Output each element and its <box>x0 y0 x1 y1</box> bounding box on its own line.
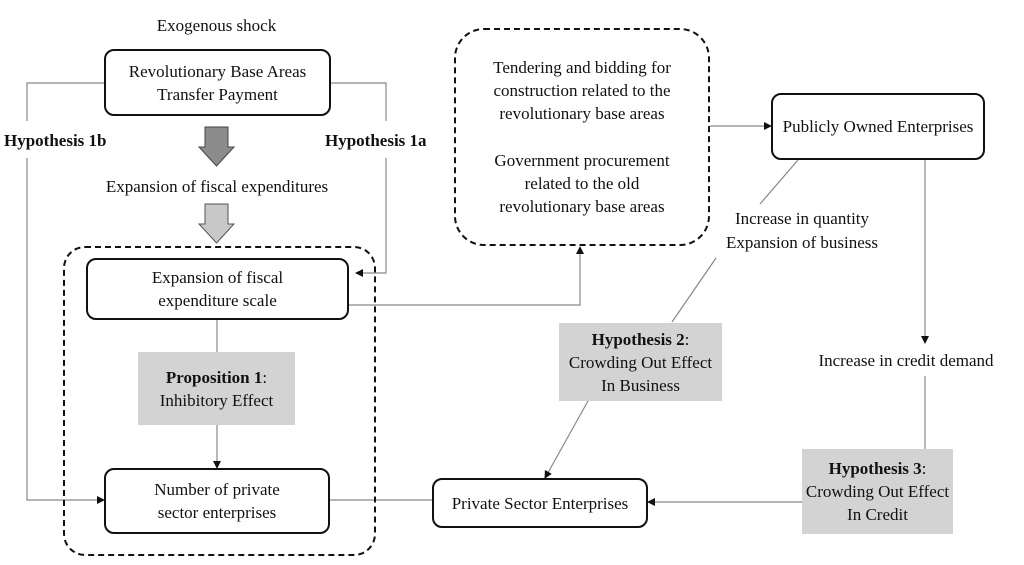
proposition-1-box: Proposition 1: Inhibitory Effect <box>138 352 295 425</box>
transfer-payment-node: Revolutionary Base Areas Transfer Paymen… <box>104 49 331 116</box>
public-enterprises-node: Publicly Owned Enterprises <box>771 93 985 160</box>
hyp1a-line-lower <box>355 158 387 277</box>
block-arrow-down-1 <box>197 126 236 167</box>
expansion-fiscal-label: Expansion of fiscal expenditures <box>105 177 329 196</box>
hyp2-to-private-line <box>544 400 589 479</box>
private-count-node: Number of private sector enterprises <box>104 468 330 534</box>
fiscal-group-dashed <box>63 246 376 556</box>
hypothesis-3-box: Hypothesis 3: Crowding Out Effect In Cre… <box>802 449 953 534</box>
fiscal-scale-node: Expansion of fiscal expenditure scale <box>86 258 349 320</box>
procurement-group-dashed <box>454 28 710 246</box>
expansion-business-label: Expansion of business <box>725 233 879 252</box>
scale-to-tendering-line <box>348 246 584 306</box>
exogenous-shock-label: Exogenous shock <box>156 16 277 35</box>
private-enterprises-node: Private Sector Enterprises <box>432 478 648 528</box>
tendering-text: Tendering and bidding for construction r… <box>493 57 671 123</box>
increase-quantity-label: Increase in quantity <box>734 209 870 228</box>
hyp1b-line-lower <box>26 158 105 504</box>
credit-demand-label: Increase in credit demand <box>818 351 994 370</box>
block-arrow-down-2 <box>197 203 236 244</box>
hyp1a-line <box>330 82 387 121</box>
procurement-text: Government procurement related to the ol… <box>494 150 670 216</box>
hyp1a-label: Hypothesis 1a <box>325 131 427 150</box>
hyp1b-label: Hypothesis 1b <box>4 131 107 150</box>
hypothesis-2-box: Hypothesis 2: Crowding Out Effect In Bus… <box>559 323 722 401</box>
hyp1b-line <box>26 82 104 121</box>
